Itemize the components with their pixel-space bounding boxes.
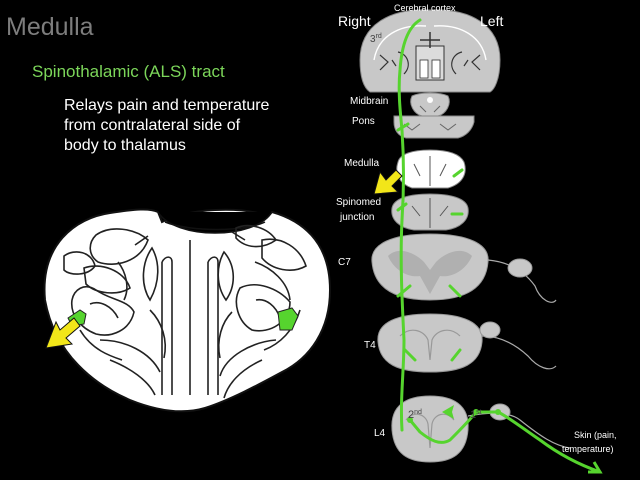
junction-label-line2: junction (339, 212, 374, 223)
c7-label: C7 (338, 257, 351, 268)
l4-label: L4 (374, 428, 386, 439)
spinal-cord-c7 (372, 234, 556, 302)
t4-label: T4 (364, 340, 376, 351)
pons-label: Pons (352, 116, 375, 127)
header-right-label: Right (338, 13, 371, 29)
midbrain-label: Midbrain (350, 96, 388, 107)
medulla-pointer-arrow-icon (374, 170, 402, 194)
stimulus-label-line2: temperature) (562, 444, 614, 454)
medulla-small-section (397, 150, 465, 188)
first-order-ganglion-dot (495, 409, 501, 415)
first-order-label: 1st (470, 409, 482, 421)
medulla-label: Medulla (344, 158, 379, 169)
cortex-label: Cerebral cortex (394, 3, 456, 13)
junction-label-line1: Spinomed (336, 197, 381, 208)
brain-coronal-section (360, 10, 500, 92)
midbrain-section (411, 93, 450, 116)
stimulus-label-line1: Skin (pain, (574, 430, 617, 440)
pons-section (394, 116, 474, 138)
header-left-label: Left (480, 13, 503, 29)
